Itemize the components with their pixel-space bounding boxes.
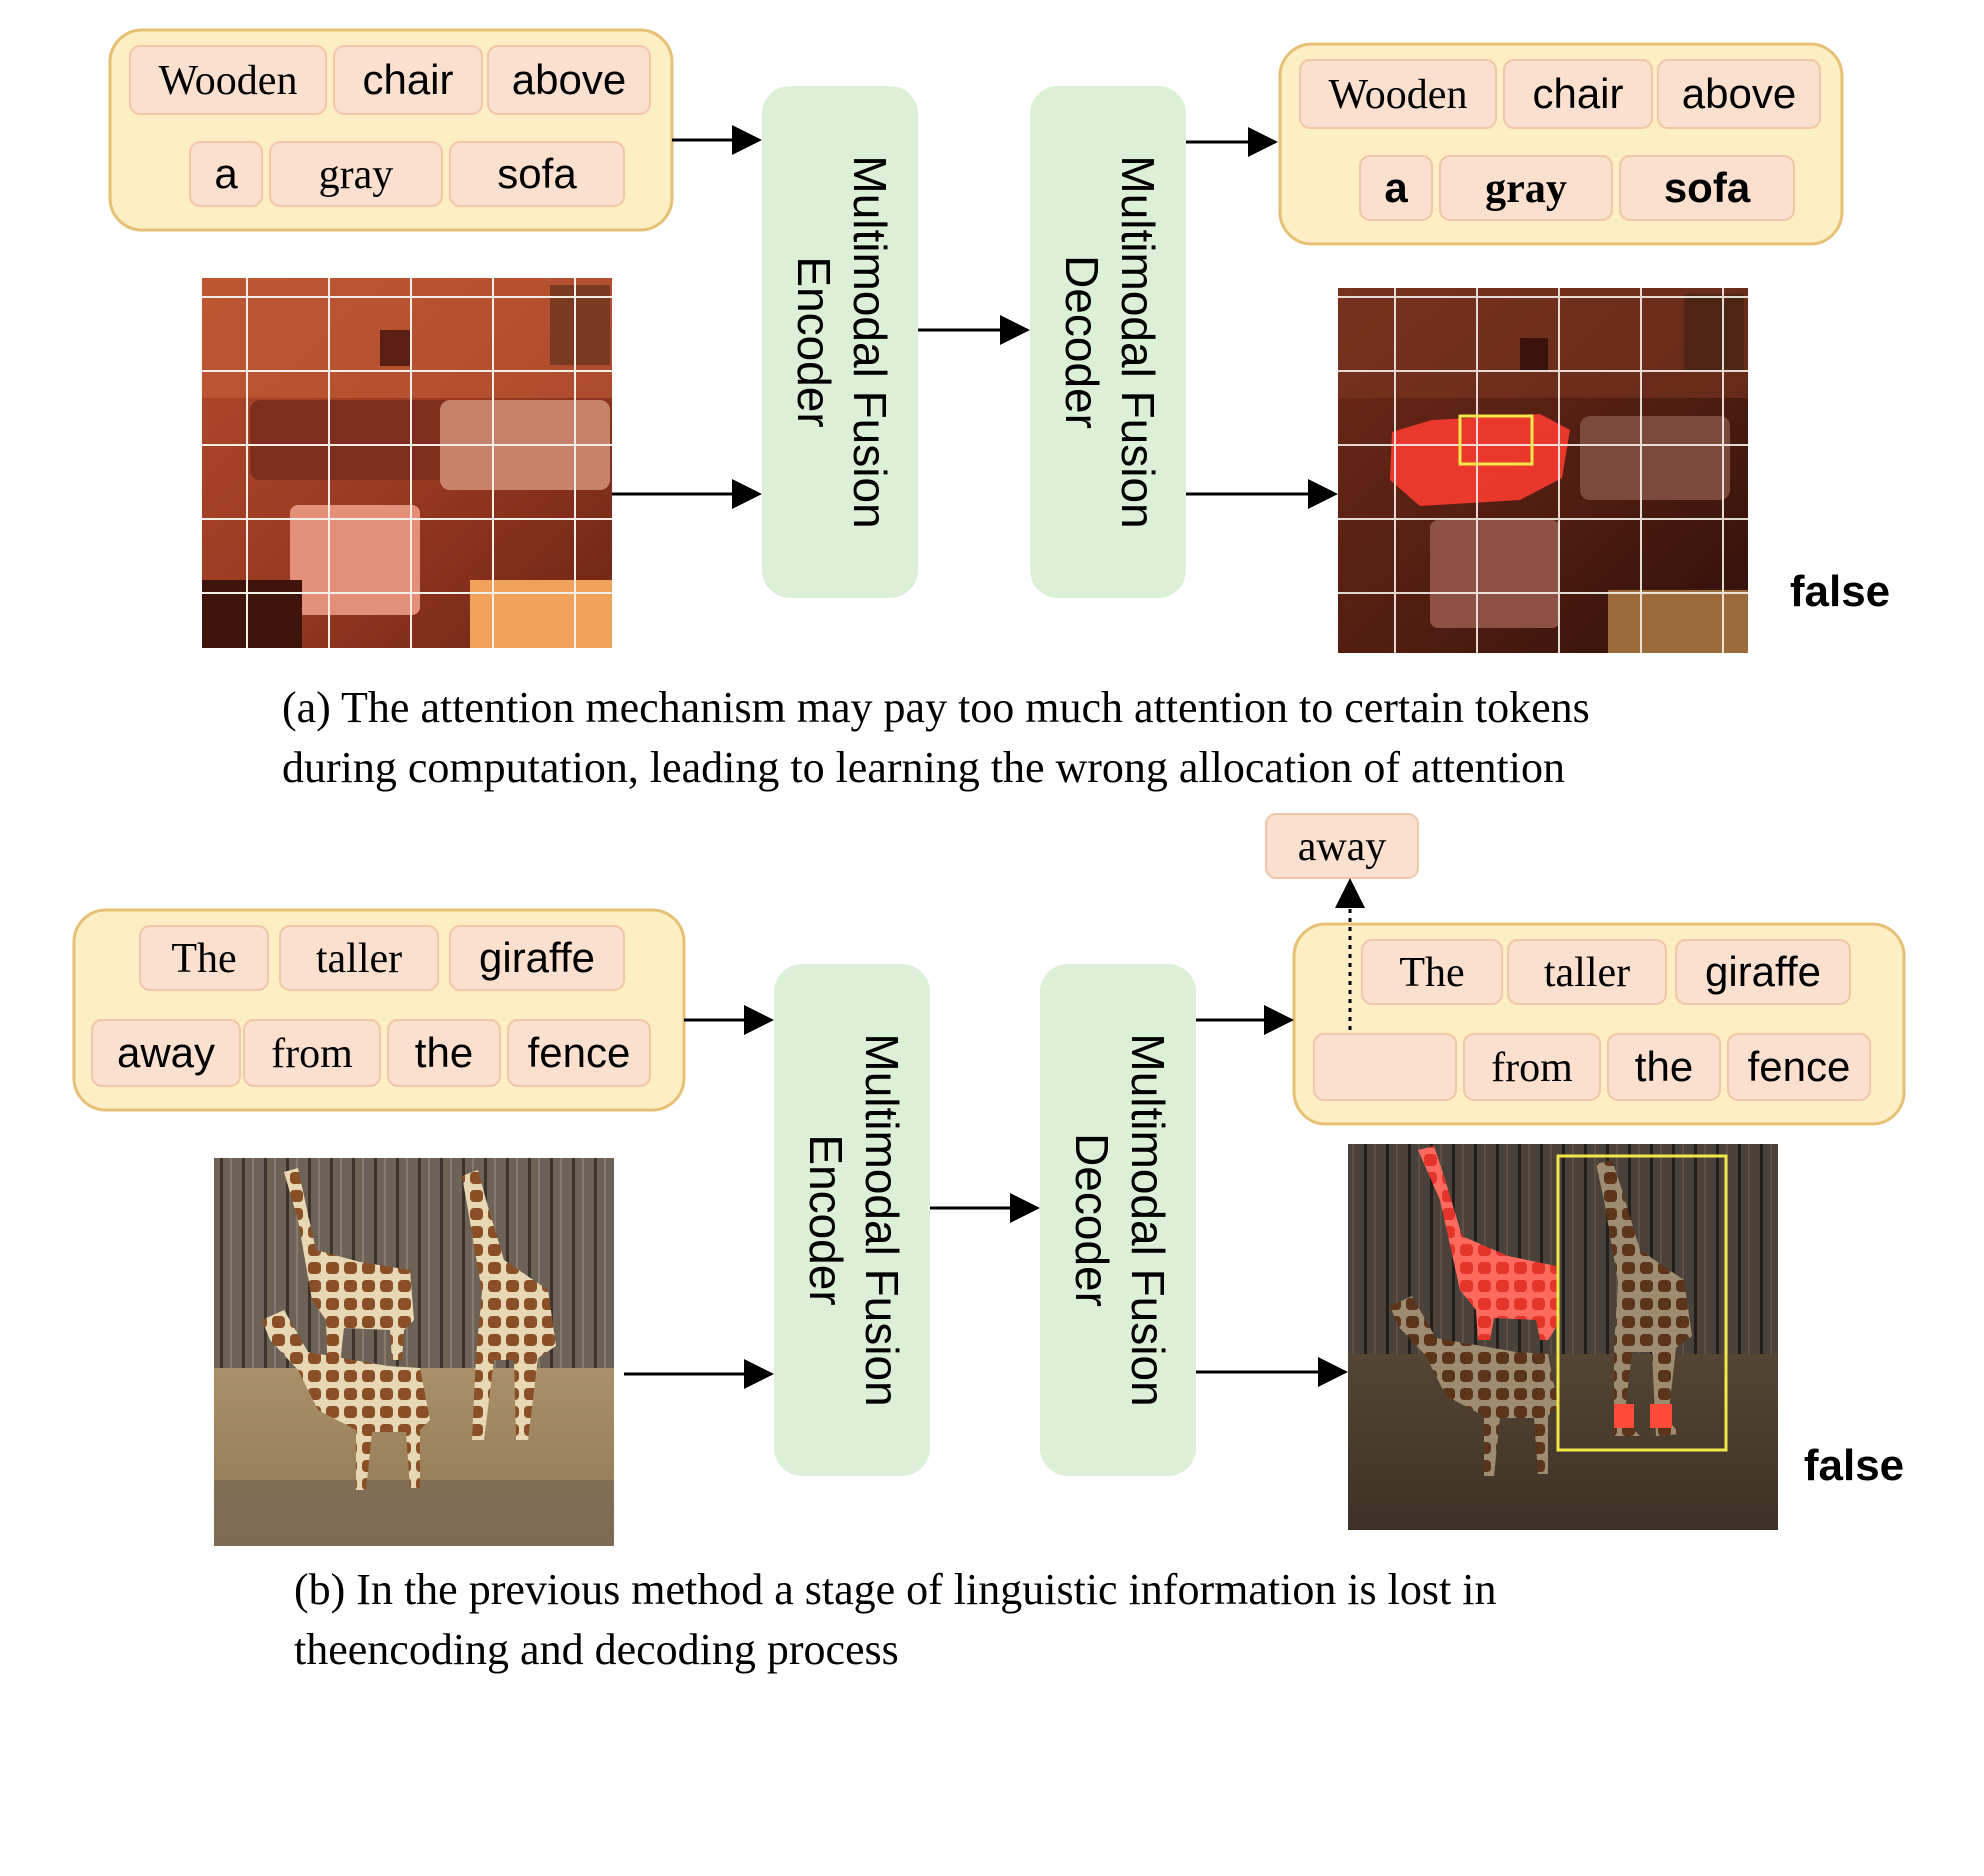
input-token-row-1: The taller giraffe [139, 925, 625, 991]
token-chip [189, 141, 263, 207]
wrong-giraffe-mask [1418, 1146, 1560, 1340]
token-text: a [1384, 164, 1408, 211]
token-text: The [1399, 950, 1464, 996]
module-label-line: Encoder [788, 256, 840, 427]
token-text: above [1682, 70, 1796, 117]
token-text: giraffe [479, 934, 595, 981]
module-label-line: Multimodal Fusion [856, 1033, 908, 1406]
token-chip [129, 45, 327, 115]
token-chip [1313, 1033, 1457, 1101]
output-image-living-room [1338, 288, 1748, 653]
token-text: a [214, 150, 238, 197]
token-text: gray [1485, 166, 1567, 212]
token-text: The [171, 936, 236, 982]
lost-token: away [1265, 813, 1419, 879]
token-chip [387, 1019, 501, 1087]
token-text: taller [316, 936, 402, 982]
token-text: away [1298, 824, 1387, 870]
token-chip [1439, 155, 1613, 221]
output-image-giraffes [1348, 1144, 1778, 1530]
result-label: false [1790, 567, 1890, 616]
token-text: chair [362, 56, 453, 103]
token-text: Wooden [159, 58, 298, 104]
module-label-line: Encoder [800, 1134, 852, 1305]
token-chip [139, 925, 269, 991]
fusion-encoder-module [774, 964, 930, 1476]
token-text: giraffe [1705, 948, 1821, 995]
input-token-row-1: Wooden chair above [129, 45, 651, 115]
token-chip [1299, 59, 1497, 129]
token-text: the [1635, 1043, 1693, 1090]
caption-line-2: during computation, leading to learning … [282, 743, 1565, 792]
token-chip [1503, 59, 1653, 129]
token-text: fence [1748, 1043, 1851, 1090]
output-token-row-2: from the fence [1313, 1033, 1871, 1101]
flow-arrows [624, 1005, 1348, 1389]
token-chip [1619, 155, 1795, 221]
input-token-row-2: a gray sofa [189, 141, 625, 207]
token-text: from [271, 1031, 353, 1077]
token-chip [269, 141, 443, 207]
token-chip [1727, 1033, 1871, 1101]
fusion-encoder-label: Multimodal FusionEncoder [800, 1033, 908, 1406]
token-chip [487, 45, 651, 115]
token-chip [1361, 939, 1503, 1005]
output-token-row-1: Wooden chair above [1299, 59, 1821, 129]
result-label: false [1804, 1441, 1904, 1490]
token-chip [243, 1019, 381, 1087]
token-chip [1657, 59, 1821, 129]
token-text: above [512, 56, 626, 103]
token-text: away [117, 1029, 215, 1076]
token-chip [1507, 939, 1667, 1005]
token-text: sofa [497, 150, 577, 197]
module-label-line: Multimodal Fusion [844, 155, 896, 528]
token-chip [1607, 1033, 1721, 1101]
input-token-row-2: away from the fence [91, 1019, 651, 1087]
token-text: sofa [1664, 164, 1751, 211]
token-text: fence [528, 1029, 631, 1076]
token-text: the [415, 1029, 473, 1076]
panel-a: Wooden chair above a gray sofa Multimodal Fu… [108, 28, 1890, 792]
caption-line-2: theencoding and decoding process [294, 1625, 899, 1674]
predicted-bounding-box [1458, 414, 1534, 466]
module-label-line: Decoder [1056, 255, 1108, 429]
caption-line-1: (b) In the previous method a stage of li… [294, 1565, 1496, 1614]
token-text: Wooden [1329, 72, 1468, 118]
fusion-encoder-module [762, 86, 918, 598]
flow-arrows [612, 125, 1338, 509]
token-chip [1359, 155, 1433, 221]
token-chip [1675, 939, 1851, 1005]
fusion-decoder-label: Multimodal FusionDecoder [1066, 1033, 1174, 1406]
predicted-bounding-box [1556, 1154, 1728, 1452]
fusion-encoder-label: Multimodal FusionEncoder [788, 155, 896, 528]
input-image-giraffes [214, 1158, 614, 1546]
panel-b: The taller giraffe away from the fence Multim… [72, 813, 1906, 1674]
token-chip [279, 925, 439, 991]
module-label-line: Multimodal Fusion [1112, 155, 1164, 528]
fusion-decoder-module [1040, 964, 1196, 1476]
token-chip [449, 141, 625, 207]
fusion-decoder-label: Multimodal FusionDecoder [1056, 155, 1164, 528]
token-chip [1463, 1033, 1601, 1101]
token-chip [91, 1019, 241, 1087]
fusion-decoder-module [1030, 86, 1186, 598]
module-label-line: Decoder [1066, 1133, 1118, 1307]
token-text: chair [1532, 70, 1623, 117]
token-text: taller [1544, 950, 1630, 996]
module-label-line: Multimodal Fusion [1122, 1033, 1174, 1406]
caption-line-1: (a) The attention mechanism may pay too … [282, 683, 1590, 732]
token-text: gray [319, 152, 394, 198]
token-chip [333, 45, 483, 115]
input-image-living-room [202, 278, 612, 648]
token-chip [449, 925, 625, 991]
output-token-row-2: a gray sofa [1359, 155, 1795, 221]
output-token-row-1: The taller giraffe [1361, 939, 1851, 1005]
token-text: from [1491, 1045, 1573, 1091]
token-chip [507, 1019, 651, 1087]
